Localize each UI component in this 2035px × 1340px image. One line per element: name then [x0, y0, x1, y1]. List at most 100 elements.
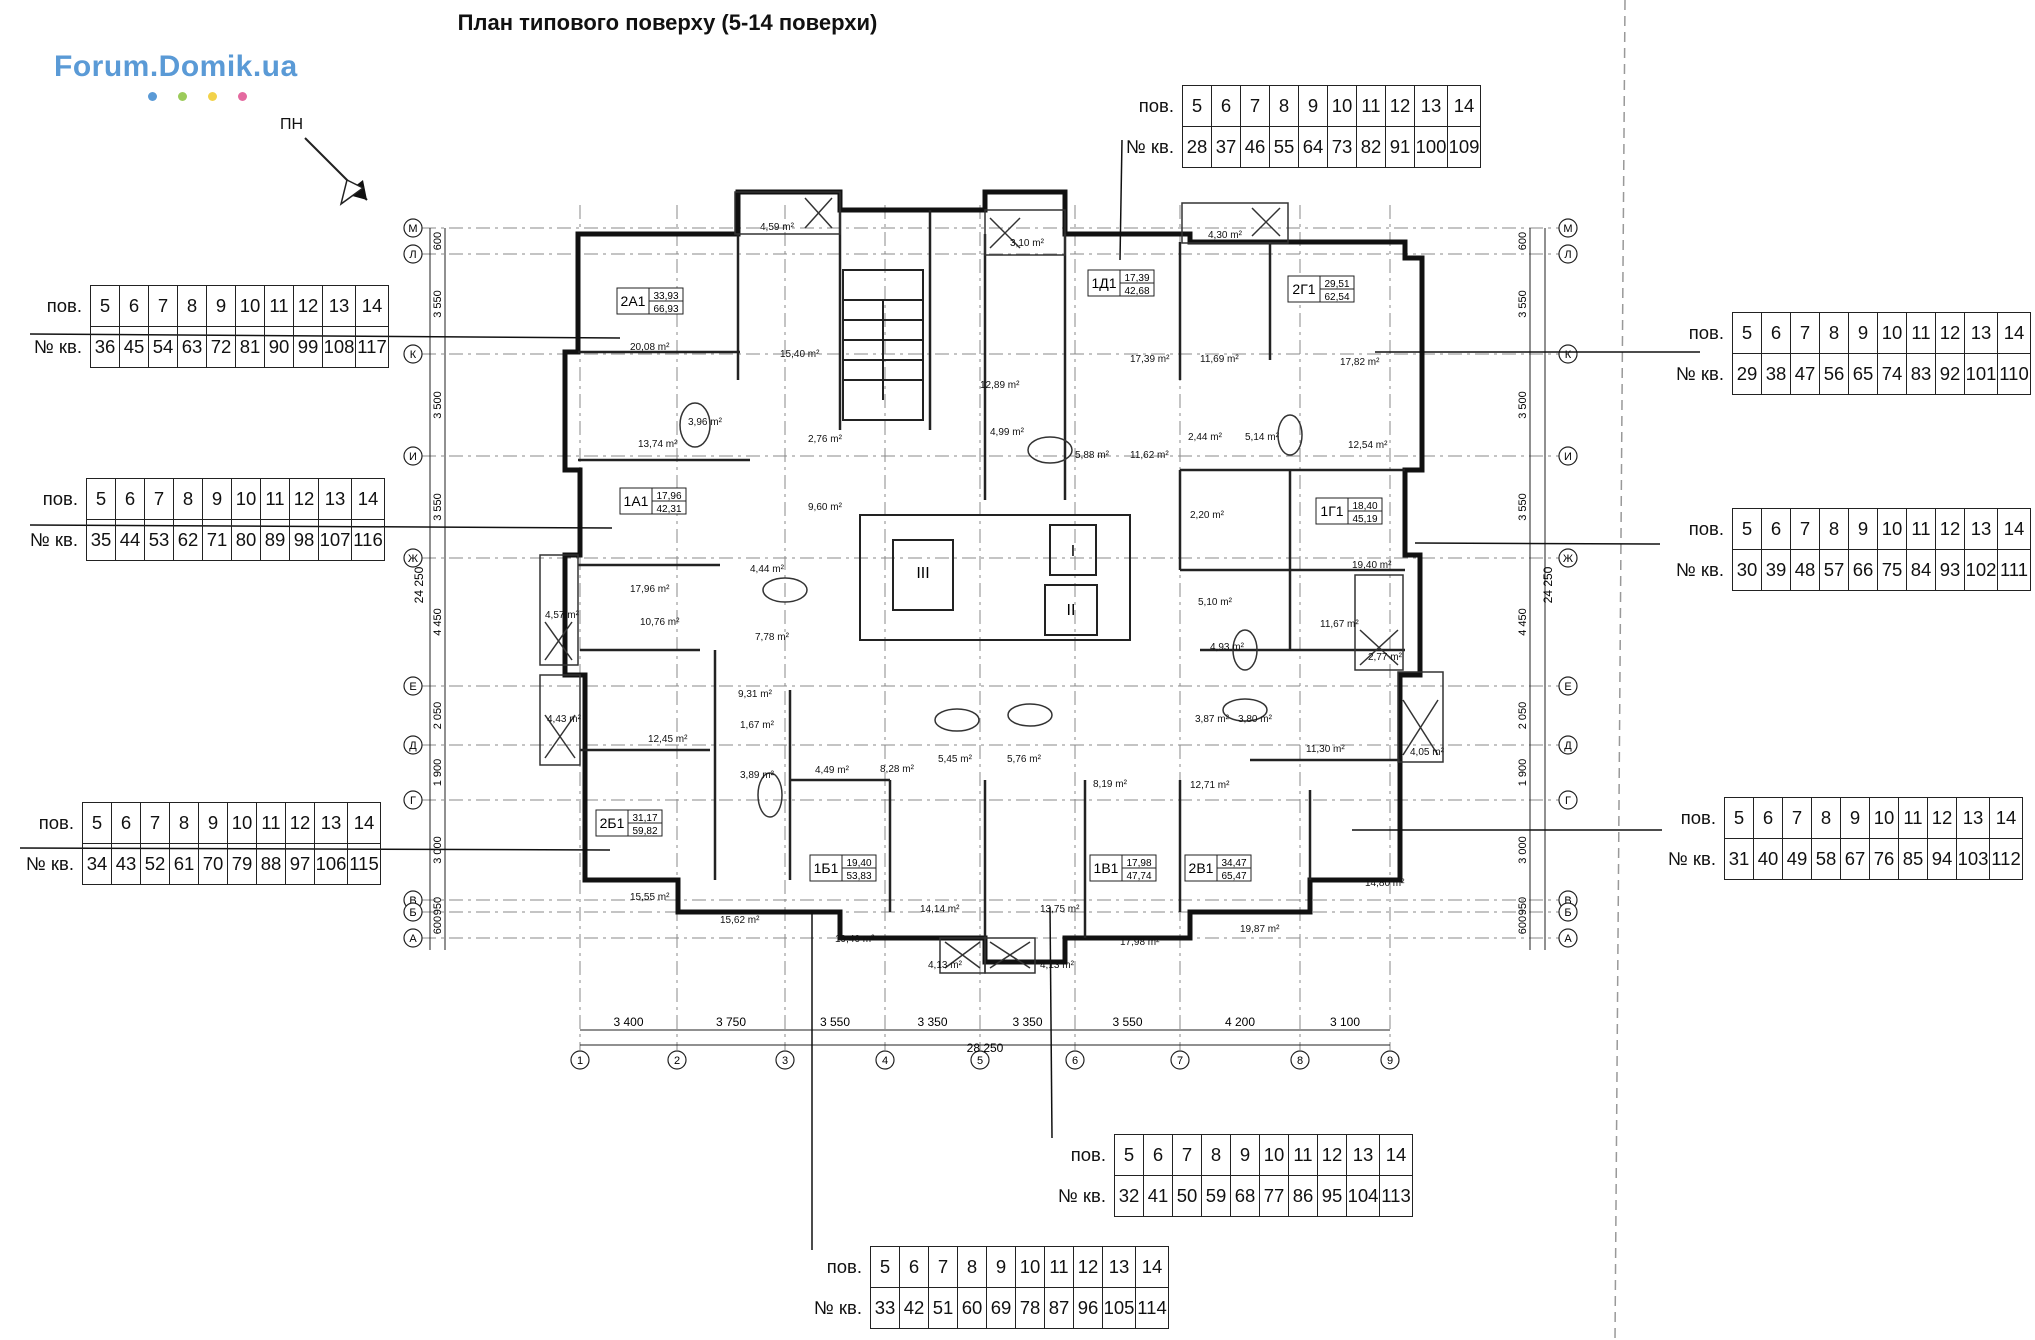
apartment-number-cell: 100 [1414, 126, 1448, 168]
floor-cell: 11 [1906, 312, 1936, 354]
floor-cell: 9 [1840, 797, 1870, 839]
apartment-row-label: № кв. [1057, 1185, 1106, 1206]
dimension-label: 4 450 [432, 608, 444, 636]
apartment-total-area: 42,31 [656, 504, 681, 515]
apartment-code: 2В1 [1189, 860, 1214, 876]
room-area: 2,76 m² [808, 434, 843, 445]
apartment-number-cell: 36 [90, 326, 120, 368]
dimension-label: 3 550 [820, 1015, 850, 1029]
apartment-number-cell: 79 [227, 843, 257, 885]
apartment-living-area: 33,93 [653, 291, 678, 302]
svg-text:Б: Б [1564, 907, 1571, 919]
floor-cell: 5 [82, 802, 112, 844]
apartment-number-cell: 54 [148, 326, 178, 368]
floor-cell: 11 [260, 478, 290, 520]
building-outline [562, 189, 1425, 965]
floor-cell: 9 [202, 478, 232, 520]
room-area: 4,05 m² [1410, 747, 1445, 758]
floor-cell: 7 [140, 802, 170, 844]
north-label: ПН [280, 116, 304, 133]
axis-bubble-left: К [403, 344, 423, 364]
apartment-number-cell: 46 [1240, 126, 1270, 168]
axis-bubble-bottom: 4 [875, 1050, 895, 1070]
apartment-number-cell: 88 [256, 843, 286, 885]
floor-cell: 12 [1935, 312, 1965, 354]
axis-bubble-left: Д [403, 735, 423, 755]
apartment-total-area: 65,47 [1221, 871, 1246, 882]
room-area: 15,40 m² [780, 349, 820, 360]
apartment-total-area: 59,82 [632, 826, 657, 837]
apartment-number-cell: 95 [1317, 1175, 1347, 1217]
brand-name: Forum.Domik.ua [54, 50, 298, 83]
floor-cell: 14 [1997, 508, 2031, 550]
apartment-code: 2Г1 [1292, 281, 1315, 297]
floor-cell: 7 [1790, 508, 1820, 550]
room-area: 19,40 m² [835, 934, 875, 945]
floor-row-label: пов. [46, 295, 82, 316]
axis-bubble-right: Д [1558, 735, 1578, 755]
apartment-number-cell: 73 [1327, 126, 1357, 168]
brand-dots [148, 88, 298, 101]
axis-grid [422, 205, 1570, 1050]
apartment-number-cell: 91 [1385, 126, 1415, 168]
svg-text:Б: Б [409, 907, 416, 919]
svg-text:В: В [409, 895, 416, 907]
apartment-code: 1А1 [624, 493, 649, 509]
floor-row-label: пов. [1680, 807, 1716, 828]
apartment-number-cell: 84 [1906, 549, 1936, 591]
apartment-row-label: № кв. [1667, 848, 1716, 869]
apartment-number-cell: 106 [314, 843, 348, 885]
room-area: 11,62 m² [1130, 450, 1169, 461]
apartment-number-cell: 53 [144, 519, 174, 561]
floor-row-label: пов. [38, 812, 74, 833]
floor-cell: 8 [1811, 797, 1841, 839]
room-area: 5,10 m² [1198, 597, 1233, 608]
room-area: 5,45 m² [938, 754, 973, 765]
room-area: 8,19 m² [1093, 779, 1128, 790]
floor-cell: 6 [899, 1246, 929, 1288]
apartment-row-label: № кв. [33, 336, 82, 357]
floor-cell: 13 [1346, 1134, 1380, 1176]
apartment-number-cell: 105 [1102, 1287, 1136, 1329]
floor-cell: 9 [206, 285, 236, 327]
room-area: 5,88 m² [1075, 450, 1110, 461]
room-area: 8,28 m² [880, 764, 915, 775]
apartment-number-cell: 41 [1143, 1175, 1173, 1217]
apartment-number-cell: 40 [1753, 838, 1783, 880]
floor-cell: 11 [1288, 1134, 1318, 1176]
axis-bubble-left: Ж [403, 548, 423, 568]
floor-cell: 6 [1761, 508, 1791, 550]
svg-text:А: А [1564, 933, 1572, 945]
floor-cell: 7 [1782, 797, 1812, 839]
brand-dot [178, 92, 187, 101]
apartment-number-cell: 48 [1790, 549, 1820, 591]
floor-cell: 6 [1143, 1134, 1173, 1176]
floor-cell: 5 [1114, 1134, 1144, 1176]
room-area: 19,40 m² [1352, 560, 1392, 571]
apartment-number-cell: 111 [1997, 549, 2031, 591]
floor-cell: 10 [1015, 1246, 1045, 1288]
apartment-number-cell: 92 [1935, 353, 1965, 395]
apartment-total-area: 42,68 [1124, 286, 1149, 297]
apartment-number-cell: 62 [173, 519, 203, 561]
apartment-number-cell: 93 [1935, 549, 1965, 591]
room-area: 3,89 m² [740, 770, 775, 781]
room-area: 3,10 m² [1010, 238, 1045, 249]
floor-cell: 14 [1447, 85, 1481, 127]
floor-row-label: пов. [1688, 322, 1724, 343]
floor-cell: 14 [1379, 1134, 1413, 1176]
floor-cell: 7 [1240, 85, 1270, 127]
dimension-label: 4 200 [1225, 1015, 1255, 1029]
axis-bubble-right: А [1558, 928, 1578, 948]
floor-cell: 9 [198, 802, 228, 844]
apartment-number-cell: 45 [119, 326, 149, 368]
apartment-number-cell: 90 [264, 326, 294, 368]
apartment-number-cell: 37 [1211, 126, 1241, 168]
brand-logo[interactable]: Forum.Domik.ua [54, 50, 298, 101]
floor-row-label: пов. [1138, 95, 1174, 116]
svg-text:Г: Г [1565, 795, 1571, 807]
